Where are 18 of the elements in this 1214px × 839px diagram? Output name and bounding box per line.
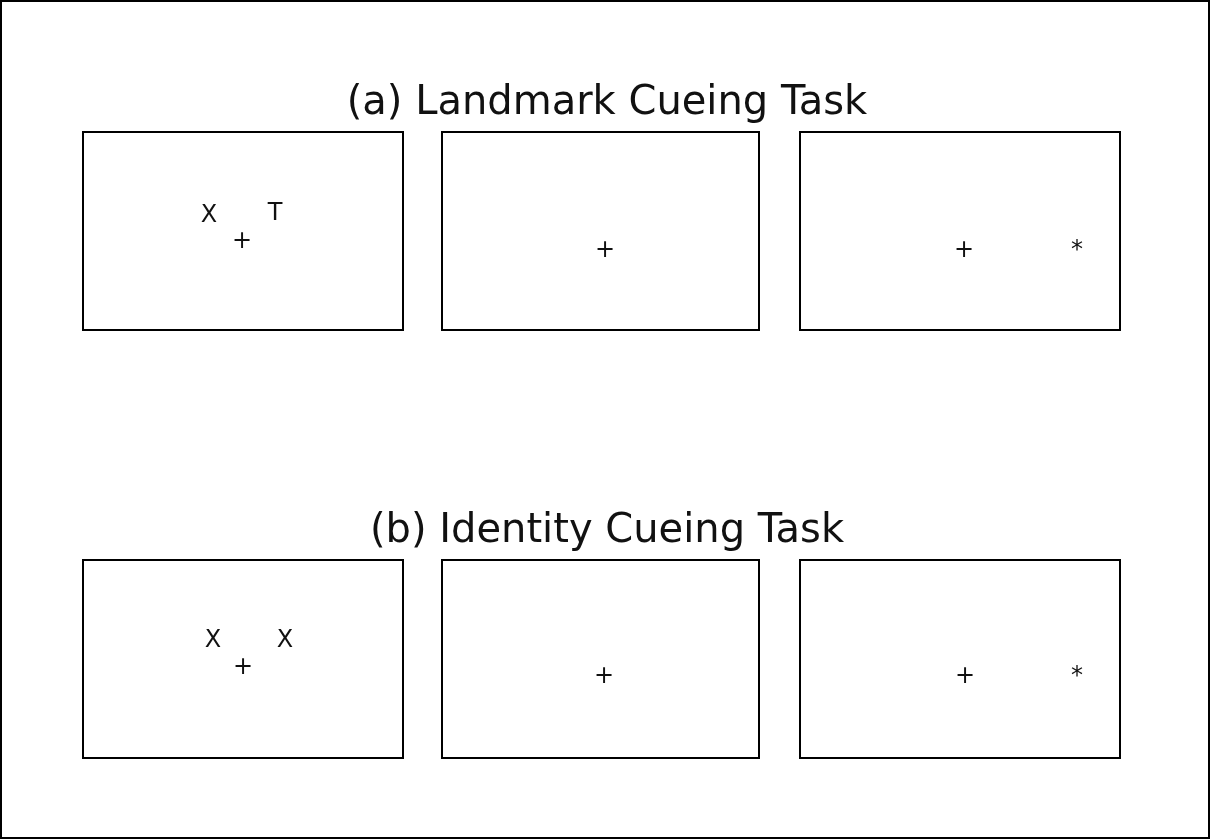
fixation-cross: + [232, 654, 254, 678]
target-asterisk: * [1071, 237, 1083, 261]
stimulus-letter: X [200, 202, 218, 226]
fixation-cross: + [594, 237, 616, 261]
stimulus-letter: X [276, 627, 294, 651]
stimulus-letter: T [267, 200, 283, 224]
stimulus-frame [799, 131, 1121, 331]
fixation-cross: + [954, 663, 976, 687]
fixation-cross: + [231, 228, 253, 252]
target-asterisk: * [1071, 663, 1083, 687]
stimulus-frame [82, 559, 404, 759]
fixation-cross: + [593, 663, 615, 687]
stimulus-frame [441, 559, 760, 759]
fixation-cross: + [953, 237, 975, 261]
stimulus-frame [82, 131, 404, 331]
stimulus-letter: X [204, 627, 222, 651]
stimulus-frame [441, 131, 760, 331]
stimulus-frame [799, 559, 1121, 759]
